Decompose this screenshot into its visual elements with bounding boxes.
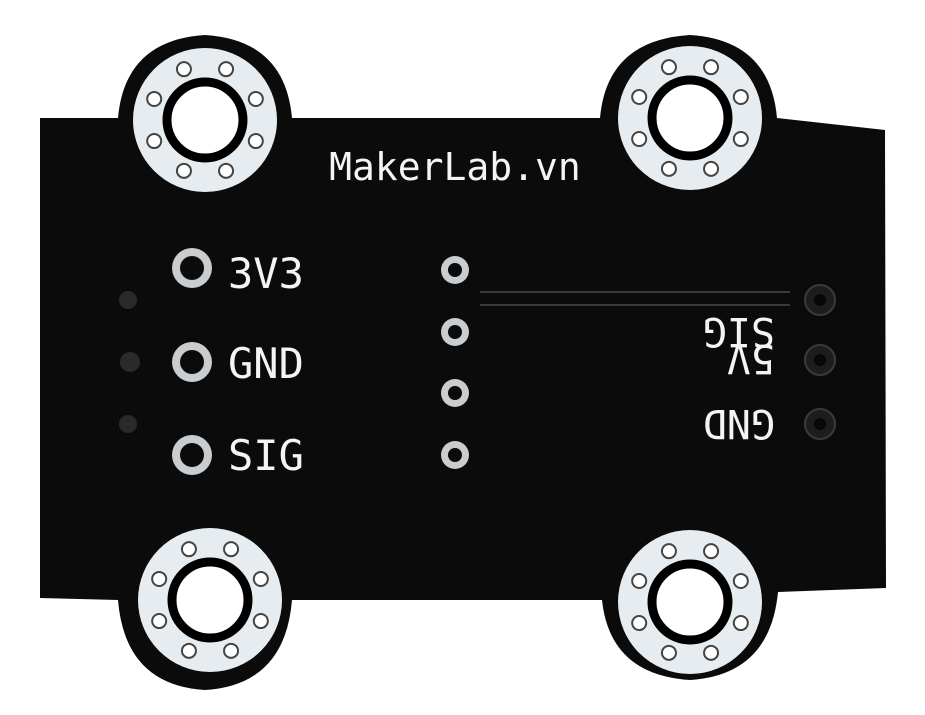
mounting-via [631,131,648,148]
mounting-via [247,133,264,150]
mounting-via [660,160,677,177]
mounting-via [732,572,749,589]
pad-left-3v3 [172,248,212,288]
mounting-via [218,162,235,179]
pin-label-3v3: 3V3 [228,249,304,298]
mounting-via [151,570,168,587]
right-label-group-gnd: GND [703,400,775,446]
mounting-via [223,541,240,558]
right-label-group-5v: 5V [727,335,775,381]
mounting-via [180,642,197,659]
mounting-via [631,88,648,105]
mounting-via [631,615,648,632]
mounting-hole-center [647,75,733,161]
mounting-hole-top-right [618,46,762,190]
mounting-via [732,131,749,148]
pin-label-right-5v: 5V [727,335,775,381]
mounting-hole-center [647,559,733,645]
mounting-via [146,90,163,107]
edge-pins-left [119,291,140,433]
mounting-via [175,162,192,179]
mounting-via [175,61,192,78]
mounting-via [247,90,264,107]
mounting-via [223,642,240,659]
pad-left-sig [172,435,212,475]
mounting-via [732,88,749,105]
mounting-hole-center [167,557,253,643]
pcb-board [40,35,886,690]
brand-label: MakerLab.vn [329,145,581,189]
mounting-hole-bottom-left [138,528,282,672]
mounting-via [703,543,720,560]
mounting-via [703,644,720,661]
mounting-via [631,572,648,589]
pin-label-right-gnd: GND [703,400,775,446]
mounting-via [660,644,677,661]
mounting-hole-center [162,77,248,163]
mounting-via [732,615,749,632]
pad-left-gnd [172,342,212,382]
via-column [441,256,469,469]
mounting-via [146,133,163,150]
traces [480,291,790,306]
right-label-group-sig: SIG [703,308,775,354]
mounting-via [252,570,269,587]
mounting-via [180,541,197,558]
mounting-via [660,59,677,76]
mounting-via [252,613,269,630]
mounting-via [660,543,677,560]
mounting-via [151,613,168,630]
pin-label-right-sig: SIG [703,308,775,354]
mounting-hole-top-left [133,48,277,192]
mounting-via [218,61,235,78]
mounting-via [703,160,720,177]
mounting-hole-bottom-right [618,530,762,674]
pin-label-sig: SIG [228,431,304,480]
edge-pins-right [804,284,836,440]
pin-label-gnd: GND [228,339,304,388]
mounting-via [703,59,720,76]
